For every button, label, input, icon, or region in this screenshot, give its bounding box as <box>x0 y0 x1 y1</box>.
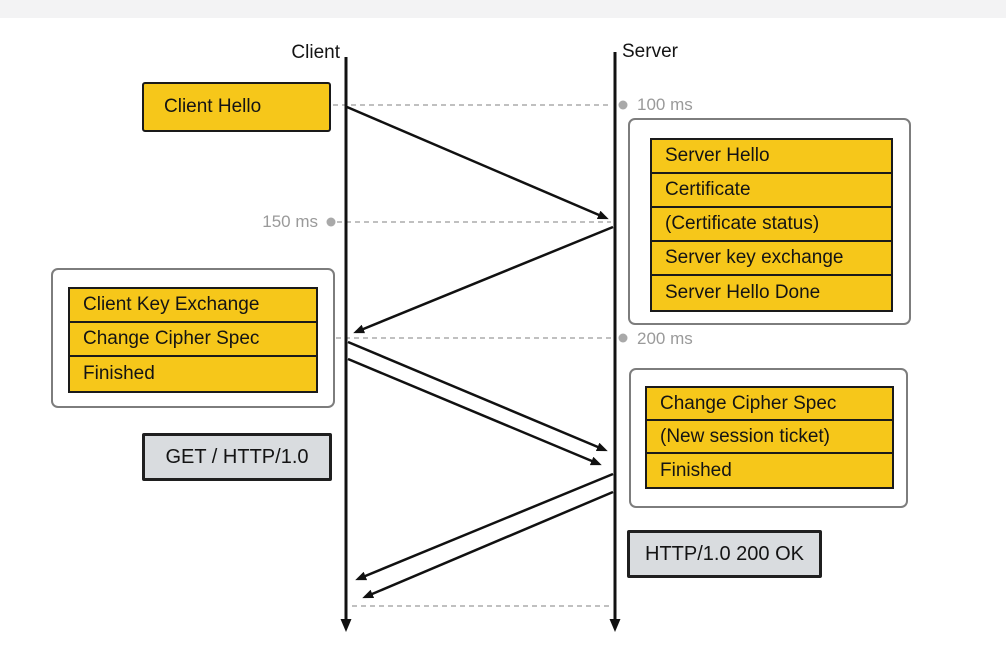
client-flight-row: Client Key Exchange <box>70 289 316 323</box>
server-flight1-stack: Server Hello Certificate (Certificate st… <box>650 138 893 312</box>
server-actor-label: Server <box>622 41 678 62</box>
time-dot-150ms <box>326 217 336 227</box>
footer-strip <box>0 0 1006 18</box>
http-response-box: HTTP/1.0 200 OK <box>627 530 822 578</box>
time-dot-100ms <box>618 100 628 110</box>
client-flight-stack: Client Key Exchange Change Cipher Spec F… <box>68 287 318 393</box>
server-flight1-row: Server key exchange <box>652 242 891 276</box>
time-label-100ms: 100 ms <box>637 95 693 114</box>
server-flight1-row: Server Hello Done <box>665 282 821 303</box>
arrow-client-hello <box>346 105 609 220</box>
server-flight2-stack: Change Cipher Spec (New session ticket) … <box>645 386 894 489</box>
server-flight1-row: Certificate <box>652 174 891 208</box>
client-flight-row: Change Cipher Spec <box>70 323 316 357</box>
server-flight2-row: (New session ticket) <box>647 421 892 454</box>
time-label-150ms: 150 ms <box>262 212 318 231</box>
arrow-http-request <box>347 357 602 466</box>
time-dot-200ms <box>618 333 628 343</box>
arrow-client-flight <box>347 340 608 452</box>
client-actor-label: Client <box>291 42 340 63</box>
server-flight1-row: Server Hello <box>652 140 891 174</box>
arrow-server-flight2 <box>355 472 614 581</box>
arrow-http-response <box>362 490 614 599</box>
server-flight1-row: (Certificate status) <box>652 208 891 242</box>
server-flight2-row: Change Cipher Spec <box>647 388 892 421</box>
http-request-box: GET / HTTP/1.0 <box>142 433 332 481</box>
time-label-200ms: 200 ms <box>637 329 693 348</box>
server-flight2-row: Finished <box>660 459 732 481</box>
client-flight-row: Finished <box>83 363 155 384</box>
client-hello-box: Client Hello <box>142 82 331 132</box>
arrow-server-flight1 <box>353 225 614 334</box>
